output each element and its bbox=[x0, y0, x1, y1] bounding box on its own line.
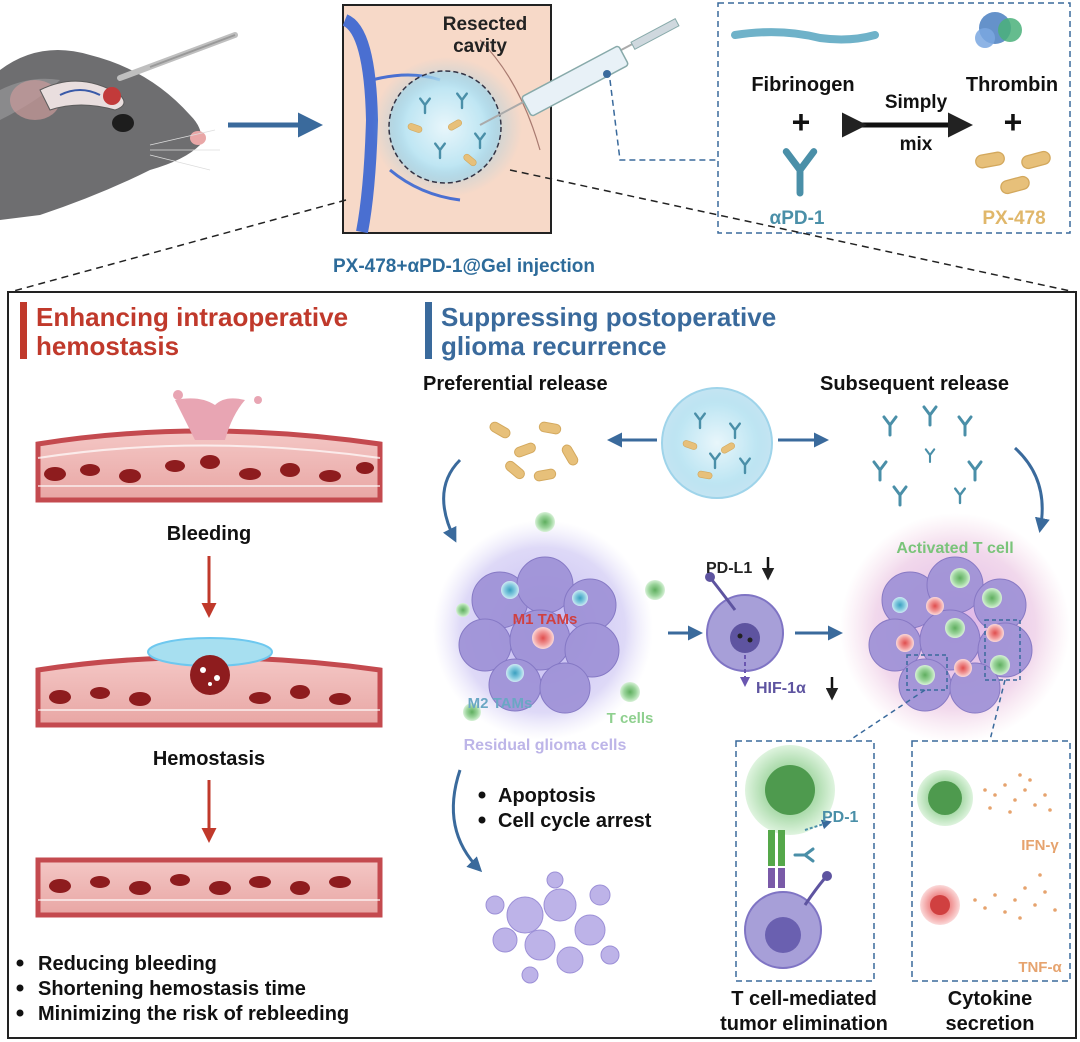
arrow-curve-left-down bbox=[442, 458, 462, 543]
zoom-line-left bbox=[849, 689, 926, 741]
apoptosis-bullet: Apoptosis bbox=[498, 785, 596, 807]
right-title-bar bbox=[425, 302, 432, 359]
gel-sphere-icon bbox=[661, 387, 773, 499]
tcell-mediated-box bbox=[735, 740, 875, 982]
subsequent-release-label: Subsequent release bbox=[820, 373, 1009, 395]
injection-label: PX-478+αPD-1@Gel injection bbox=[333, 256, 595, 277]
perspective-line-left bbox=[9, 199, 347, 293]
dead-tumor-cells bbox=[485, 871, 620, 984]
resected-cavity-box: Resected cavity bbox=[342, 4, 552, 234]
left-title-line2: hemostasis bbox=[36, 331, 179, 361]
activated-tumor-cluster bbox=[840, 513, 1070, 743]
residual-glioma-tumor bbox=[433, 512, 665, 740]
right-title-line2: glioma recurrence bbox=[441, 331, 666, 361]
mix-label: mix bbox=[900, 134, 933, 155]
pd1-label: PD-1 bbox=[822, 809, 859, 826]
thrombin-molecule-icon bbox=[975, 12, 1022, 48]
vessel-healed bbox=[35, 857, 383, 918]
syringe-illustration bbox=[479, 18, 680, 126]
preferential-release-label: Preferential release bbox=[423, 373, 608, 395]
tumor-cell-pdl1 bbox=[705, 572, 784, 687]
tcell-mediated-label-line1: T cell-mediated bbox=[731, 988, 877, 1010]
simply-label: Simply bbox=[885, 92, 948, 113]
tcell-mediated-label-line2: tumor elimination bbox=[720, 1013, 888, 1035]
perspective-line-right bbox=[509, 169, 1076, 293]
px478-label: PX-478 bbox=[982, 208, 1045, 229]
hif-label: HIF-1α bbox=[756, 680, 806, 697]
vessel-bleeding bbox=[35, 390, 383, 503]
tnf-label: TNF-α bbox=[1018, 959, 1062, 976]
left-bullet-3: Minimizing the risk of rebleeding bbox=[38, 1003, 349, 1025]
zoom-line-right bbox=[989, 679, 1006, 741]
apd1-antibody-icon bbox=[786, 152, 814, 193]
arrow-curve-apoptosis bbox=[451, 769, 483, 873]
left-bullet-2: Shortening hemostasis time bbox=[38, 978, 306, 1000]
scalpel-illustration bbox=[117, 32, 238, 81]
arrow-curve-right-down bbox=[1013, 446, 1050, 533]
m2-tams-label: M2 TAMs bbox=[468, 695, 533, 712]
plus-sign-left: + bbox=[792, 104, 811, 140]
ifn-label: IFN-γ bbox=[1021, 837, 1059, 854]
t-cells-label: T cells bbox=[607, 710, 654, 727]
fibrinogen-label: Fibrinogen bbox=[751, 74, 854, 96]
m1-tams-label: M1 TAMs bbox=[513, 611, 578, 628]
fibrinogen-molecule-icon bbox=[731, 28, 879, 44]
pdl1-label: PD-L1 bbox=[706, 560, 752, 577]
thrombin-label: Thrombin bbox=[966, 74, 1058, 96]
cavity-label-line2: cavity bbox=[453, 36, 507, 57]
cytokine-label-line2: secretion bbox=[946, 1013, 1035, 1035]
bleeding-label: Bleeding bbox=[167, 523, 251, 545]
plus-sign-right: + bbox=[1004, 104, 1023, 140]
activated-t-cell-label: Activated T cell bbox=[896, 540, 1013, 557]
cell-cycle-bullet: Cell cycle arrest bbox=[498, 810, 652, 832]
cavity-label-line1: Resected bbox=[443, 14, 528, 35]
residual-glioma-label: Residual glioma cells bbox=[464, 737, 627, 754]
cytokine-label-line1: Cytokine bbox=[948, 988, 1032, 1010]
right-title-line1: Suppressing postoperative bbox=[441, 302, 776, 332]
left-title-bar bbox=[20, 302, 27, 359]
released-antibodies-icon bbox=[872, 405, 983, 507]
apd1-label: αPD-1 bbox=[770, 208, 825, 229]
cytokine-box bbox=[911, 740, 1071, 982]
released-px478-icon bbox=[487, 419, 581, 483]
left-title-line1: Enhancing intraoperative bbox=[36, 302, 348, 332]
left-bullet-list: Reducing bleeding Shortening hemostasis … bbox=[16, 953, 349, 1025]
hemostasis-label: Hemostasis bbox=[153, 748, 265, 770]
left-bullet-1: Reducing bleeding bbox=[38, 953, 217, 975]
main-panel-border bbox=[7, 291, 1077, 1039]
components-box: Fibrinogen Thrombin Simply mix + + αPD-1… bbox=[717, 2, 1071, 234]
px478-pills-icon bbox=[974, 149, 1053, 196]
mouse-illustration bbox=[0, 50, 220, 220]
connector-dashed bbox=[609, 79, 718, 161]
vessel-hemostasis bbox=[35, 637, 383, 728]
